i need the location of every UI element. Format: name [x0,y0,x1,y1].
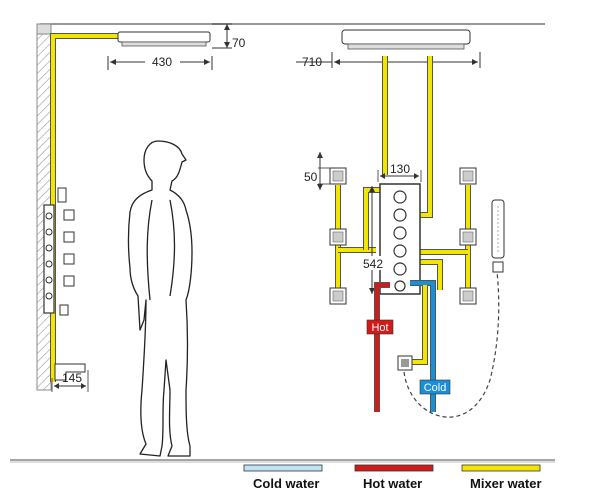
ceiling-drop-pipes [382,56,433,218]
wall-shower-panel [43,187,75,316]
body-jet [329,228,347,246]
dim-50: 50 [304,152,330,190]
hand-shower [491,199,505,273]
hand-shower-pipe [410,285,428,365]
dim-145-label: 145 [62,371,82,385]
legend-mixer: Mixer water [461,464,542,491]
legend-hot: Hot water [354,464,434,491]
body-jet [459,167,477,185]
dim-710-label: 710 [302,55,322,69]
dim-70: 70 [212,23,246,50]
dim-542-label: 542 [363,257,383,271]
left-ceiling-head [117,31,211,47]
human-figure-outline [127,140,193,457]
dim-70-label: 70 [232,36,246,50]
left-mixer-pipe [50,33,118,382]
dim-542: 542 [360,186,386,294]
tub-spout [54,363,86,381]
dim-145: 145 [51,370,89,392]
legend-mixer-label: Mixer water [470,476,542,491]
dim-130-label: 130 [390,162,410,176]
dim-50-label: 50 [304,170,318,184]
dim-430-label: 430 [152,55,172,69]
body-jet [459,228,477,246]
body-jet [329,167,347,185]
legend-cold-label: Cold water [253,476,319,491]
dim-130: 130 [377,162,422,182]
hot-label: Hot [366,319,394,335]
right-ceiling-head [341,29,471,50]
body-jet [459,287,477,305]
cold-label-text: Cold [424,382,447,394]
dim-710: 710 [296,52,481,69]
cold-water-pipe [410,280,436,412]
hot-water-pipe [374,282,390,412]
control-panel [379,183,421,295]
dim-430: 430 [107,55,213,70]
hot-label-text: Hot [371,322,388,334]
outlet-box [397,355,413,371]
body-jet [329,287,347,305]
legend-cold: Cold water [243,464,323,491]
legend: Cold water Hot water Mixer water [243,464,542,491]
cold-label: Cold [419,379,451,395]
shower-hose [403,271,500,418]
legend-hot-label: Hot water [363,476,422,491]
